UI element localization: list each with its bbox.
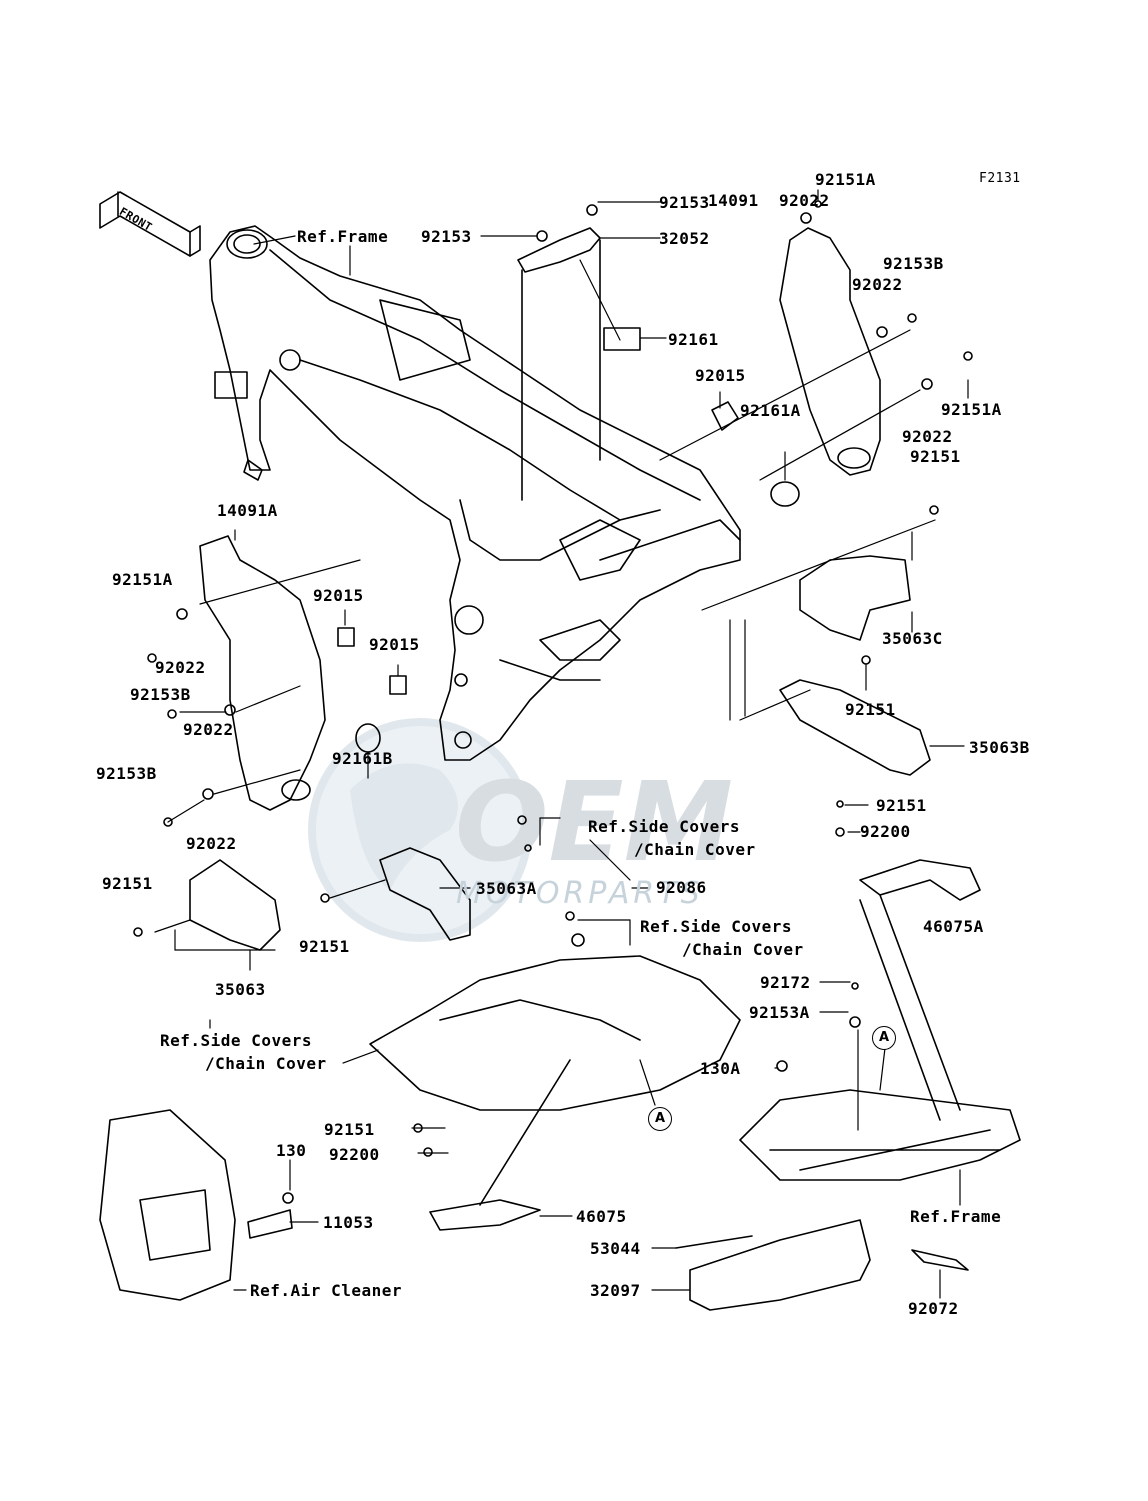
part-label: 92151 [876, 796, 927, 815]
part-label: 92161B [332, 749, 393, 768]
svg-text:OEM: OEM [455, 758, 733, 886]
part-label: 35063A [476, 879, 537, 898]
part-label: 92022 [852, 275, 903, 294]
pad-92161 [603, 327, 641, 351]
part-label: 92151 [845, 700, 896, 719]
part-label: 92022 [155, 658, 206, 677]
plate-46075 [429, 1199, 541, 1231]
ref-label: Ref.Side Covers [640, 917, 792, 936]
part-label: 92022 [902, 427, 953, 446]
part-label: 92072 [908, 1299, 959, 1318]
part-label: 92151A [815, 170, 876, 189]
part-label: 53044 [590, 1239, 641, 1258]
strap-92072 [911, 1249, 969, 1271]
part-label: 92015 [313, 586, 364, 605]
part-label: 92153B [96, 764, 157, 783]
leader-lines [154, 189, 969, 1299]
figure-code: F2131 [979, 171, 1021, 186]
main-frame [209, 225, 741, 761]
collar-92015-top [711, 401, 739, 431]
ref-label: /Chain Cover [205, 1054, 327, 1073]
tail-cover [369, 955, 741, 1111]
part-label: 92151A [941, 400, 1002, 419]
ref-label: Ref.Side Covers [588, 817, 740, 836]
strip-53044 [675, 1235, 753, 1249]
part-label: 11053 [323, 1213, 374, 1232]
part-label: 130 [276, 1141, 307, 1160]
part-label: 92153A [749, 1003, 810, 1022]
tray-32097 [689, 1219, 871, 1311]
part-label: 92086 [656, 878, 707, 897]
part-label: 92151A [112, 570, 173, 589]
part-label: 46075A [923, 917, 984, 936]
part-label: 35063B [969, 738, 1030, 757]
part-label: 32052 [659, 229, 710, 248]
part-label: 92153 [659, 193, 710, 212]
part-label: 32097 [590, 1281, 641, 1300]
part-label: 35063 [215, 980, 266, 999]
part-label: 92153B [883, 254, 944, 273]
part-label: 92151 [324, 1120, 375, 1139]
ref-label: Ref.Frame [297, 227, 389, 246]
part-label: 92153 [421, 227, 472, 246]
part-label: 92015 [369, 635, 420, 654]
part-label: 92022 [779, 191, 830, 210]
part-label: 92015 [695, 366, 746, 385]
part-label: 92153B [130, 685, 191, 704]
air-cleaner-housing [99, 1109, 236, 1301]
reference-marker-a: A [648, 1107, 672, 1131]
part-label: 14091A [217, 501, 278, 520]
part-label: 46075 [576, 1207, 627, 1226]
bracket-32052 [517, 227, 601, 273]
part-label: 92151 [299, 937, 350, 956]
collar-92161A [770, 481, 800, 507]
heel-plate-35063 [189, 859, 281, 951]
part-label: 14091 [708, 191, 759, 210]
ref-label: /Chain Cover [634, 840, 756, 859]
part-label: 92200 [860, 822, 911, 841]
fastener-set [133, 200, 973, 1204]
part-label: 35063C [882, 629, 943, 648]
front-arrow-icon [99, 191, 201, 257]
ref-label: /Chain Cover [682, 940, 804, 959]
part-label: 92151 [102, 874, 153, 893]
step-35063A [379, 847, 471, 941]
part-label: 92161A [740, 401, 801, 420]
part-label: 92172 [760, 973, 811, 992]
ref-label: Ref.Frame [910, 1207, 1002, 1226]
part-label: 92151 [910, 447, 961, 466]
reference-marker-a: A [872, 1026, 896, 1050]
part-label: 92022 [183, 720, 234, 739]
collar-92015-mid [337, 627, 355, 647]
heel-plate-35063C [799, 555, 911, 641]
watermark-text: MOTORPARTS [456, 876, 704, 911]
watermark-logo: OEM [308, 718, 733, 942]
cowl-46075A [859, 859, 981, 901]
clamp-11053 [247, 1209, 293, 1239]
collar-92015-low [389, 675, 407, 695]
bracket-14091 [779, 227, 881, 476]
ref-label: Ref.Side Covers [160, 1031, 312, 1050]
part-label: 92161 [668, 330, 719, 349]
ref-label: Ref.Air Cleaner [250, 1281, 402, 1300]
bracket-14091A [199, 535, 326, 811]
step-35063B [779, 679, 931, 776]
rear-subframe [739, 1089, 1021, 1181]
part-label: 92200 [329, 1145, 380, 1164]
part-label: 92022 [186, 834, 237, 853]
part-label: 130A [700, 1059, 741, 1078]
